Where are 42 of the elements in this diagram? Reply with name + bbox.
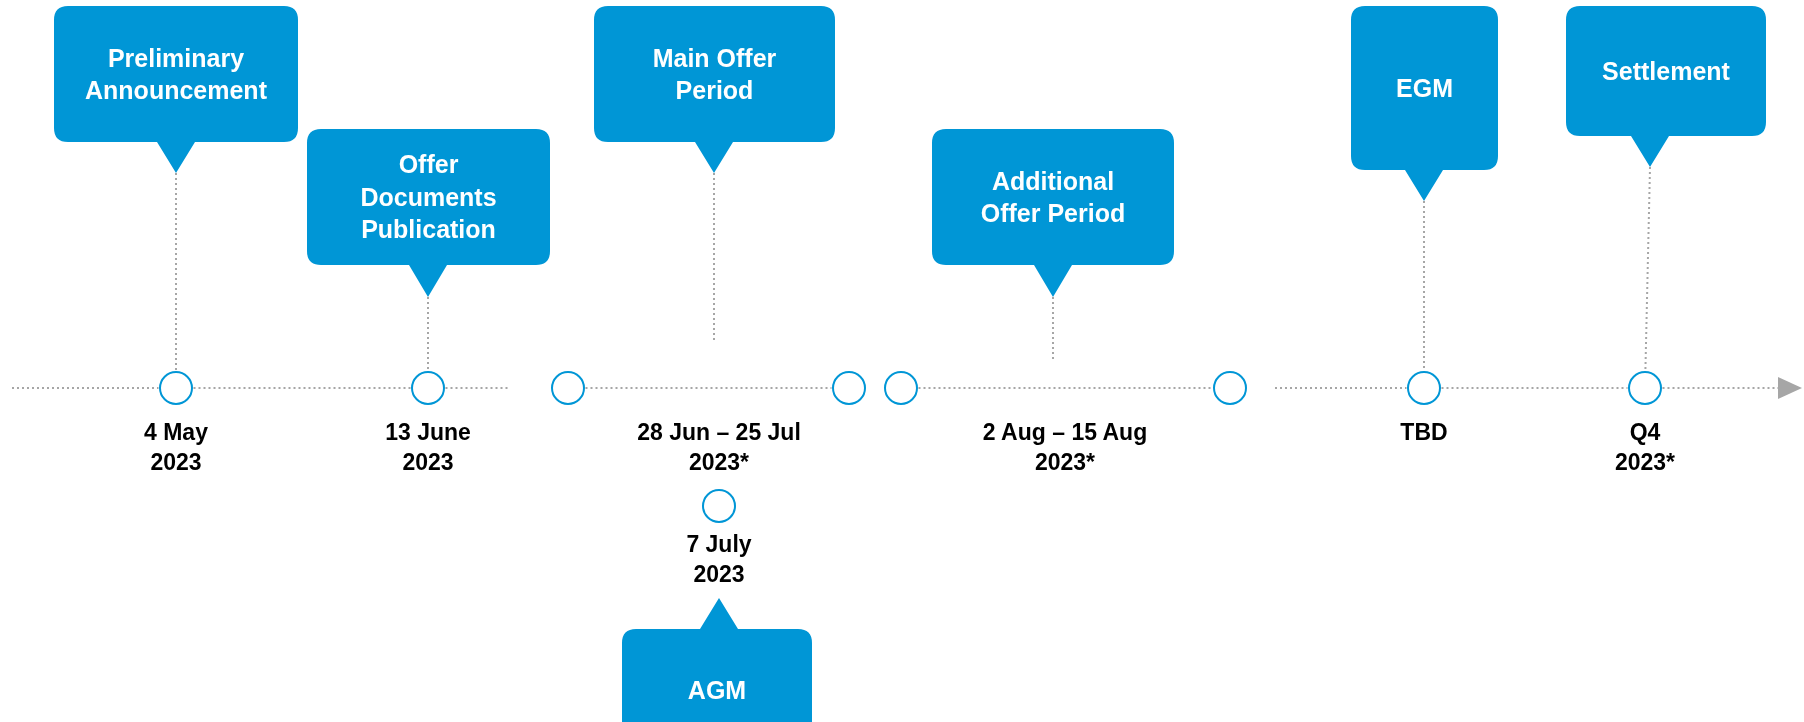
timeline-line	[1274, 387, 1408, 389]
date-label: 13 June 2023	[384, 418, 472, 477]
timeline-circle	[159, 371, 193, 405]
speech-bubble	[622, 598, 812, 722]
timeline-circle	[1213, 371, 1247, 405]
timeline-line	[584, 387, 833, 389]
timeline-line	[917, 387, 1214, 389]
date-label: 4 May 2023	[143, 418, 209, 477]
timeline-line	[1661, 377, 1802, 399]
date-label: 7 July 2023	[685, 530, 753, 589]
leader-line	[427, 296, 429, 372]
timeline-circle	[832, 371, 866, 405]
speech-bubble	[54, 6, 298, 173]
callout-text: Preliminary Announcement	[84, 42, 268, 106]
date-label: 28 Jun – 25 Jul 2023*	[636, 418, 802, 477]
callout-text: AGM	[687, 674, 747, 706]
callout-text: Settlement	[1602, 55, 1730, 87]
callout-text: Offer Documents Publication	[359, 149, 498, 246]
timeline-circle	[551, 371, 585, 405]
speech-bubble	[1351, 6, 1498, 201]
timeline-circle	[1628, 371, 1662, 405]
speech-bubble	[932, 129, 1174, 297]
date-label: Q4 2023*	[1613, 418, 1677, 477]
speech-bubble	[594, 6, 835, 173]
callout-text: EGM	[1396, 72, 1453, 104]
leader-line	[1644, 166, 1651, 372]
timeline-line	[444, 387, 511, 389]
callout-text: Additional Offer Period	[979, 165, 1127, 229]
timeline-line	[11, 387, 160, 389]
leader-line	[1052, 296, 1054, 360]
timeline-circle	[411, 371, 445, 405]
timeline-circle	[884, 371, 918, 405]
speech-bubble	[1566, 6, 1766, 167]
timeline-line	[1440, 387, 1629, 389]
leader-line	[175, 172, 177, 372]
date-label: 2 Aug – 15 Aug 2023*	[981, 418, 1149, 477]
date-label: TBD	[1399, 418, 1449, 447]
timeline-circle	[1407, 371, 1441, 405]
callout-text: Main Offer Period	[651, 42, 778, 106]
speech-bubble	[307, 129, 550, 297]
timeline-circle	[702, 489, 736, 523]
timeline-line	[192, 387, 412, 389]
